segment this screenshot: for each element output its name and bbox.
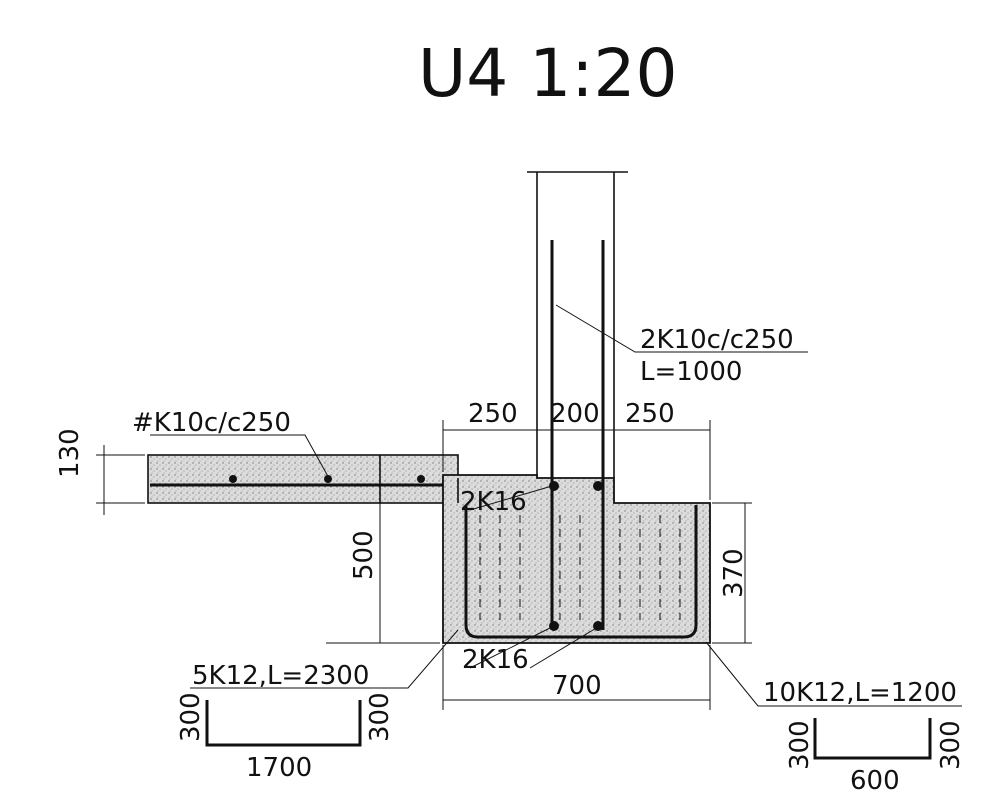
bar-shape-left xyxy=(205,700,362,747)
dim-slab-thickness: 130 xyxy=(55,428,85,478)
bar-shape-right xyxy=(813,718,932,760)
stirrup-length-label: L=1000 xyxy=(640,357,742,387)
shape-right-length: 600 xyxy=(850,766,900,796)
shape-right-leg-left: 300 xyxy=(785,720,815,770)
stirrup-label: 2K10c/c250 xyxy=(640,325,794,355)
dim-right-offset: 250 xyxy=(625,399,675,429)
long-bar-label: 5K12,L=2300 xyxy=(192,661,369,691)
dim-left-offset: 250 xyxy=(468,399,518,429)
shape-right-leg-right: 300 xyxy=(936,720,966,770)
cross-bar-label: 10K12,L=1200 xyxy=(763,678,957,708)
slab-mesh-label: #K10c/c250 xyxy=(132,408,291,438)
dim-footing-width: 700 xyxy=(552,671,602,701)
dim-beam-depth: 500 xyxy=(349,530,379,580)
dimension-lines xyxy=(96,420,752,710)
shape-left-leg-right: 300 xyxy=(365,692,395,742)
shape-left-length: 1700 xyxy=(246,753,312,783)
top-bar-label: 2K16 xyxy=(460,487,527,517)
leader-lines xyxy=(150,304,962,707)
bottom-bar-label: 2K16 xyxy=(462,645,529,675)
dim-wall-width: 200 xyxy=(550,399,600,429)
drawing-title: U4 1:20 xyxy=(418,35,678,112)
dim-footing-depth: 370 xyxy=(719,548,749,598)
slab xyxy=(147,454,459,504)
wall-outline xyxy=(527,171,628,478)
shape-left-leg-left: 300 xyxy=(176,692,206,742)
footing-beam xyxy=(442,240,711,644)
